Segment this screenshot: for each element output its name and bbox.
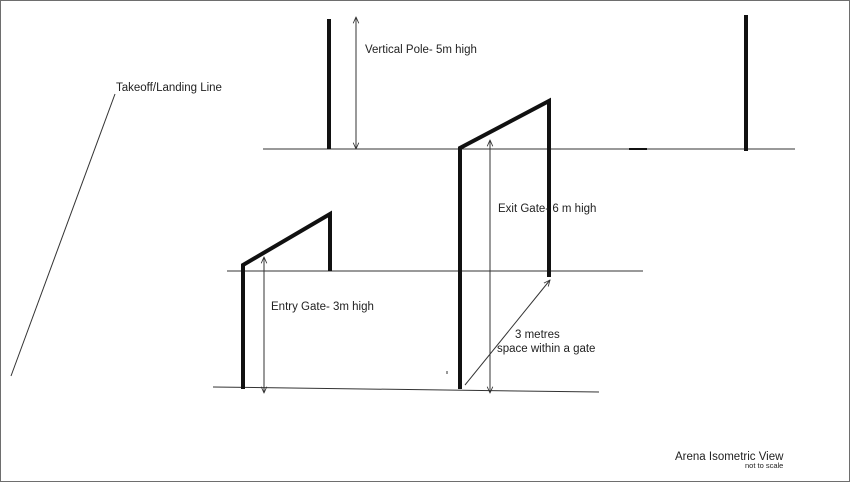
takeoff-line-label: Takeoff/Landing Line	[116, 82, 222, 94]
view-title: Arena Isometric View	[675, 451, 784, 463]
scale-note: not to scale	[745, 461, 784, 470]
exit-gate-label: Exit Gate- 6 m high	[498, 203, 597, 215]
gate-space-label-line2: space within a gate	[497, 343, 596, 355]
vertical-pole-label: Vertical Pole- 5m high	[365, 44, 477, 56]
ground-line-front	[212, 386, 600, 393]
takeoff-landing-line	[10, 93, 116, 377]
gate-width-arrow	[464, 280, 550, 386]
entry-gate-label: Entry Gate- 3m high	[271, 301, 374, 313]
entry-gate-frame	[241, 210, 332, 389]
exit-gate-frame	[458, 97, 551, 389]
gate-space-label-line1: 3 metres	[515, 329, 560, 341]
